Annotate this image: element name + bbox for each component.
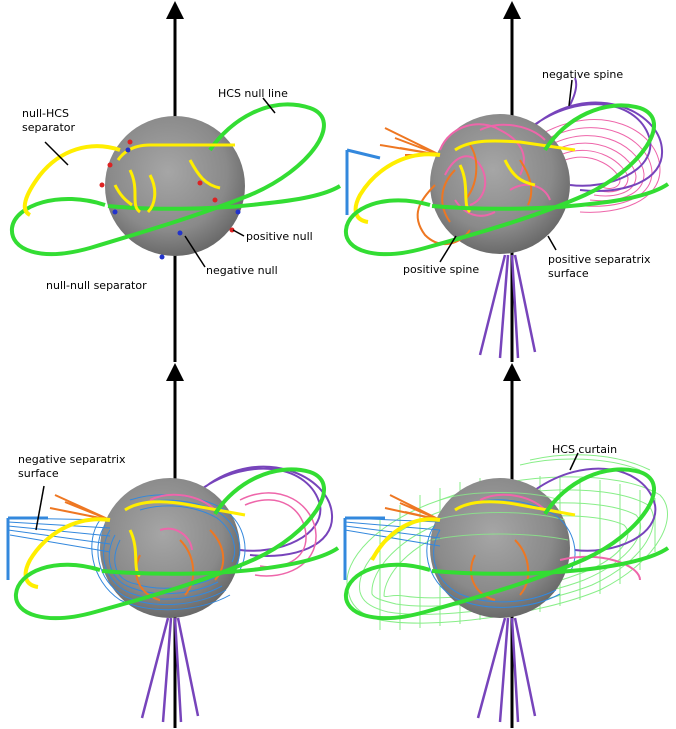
- hcs-null-line-front: [101, 546, 340, 576]
- hcs-null-line: [343, 103, 656, 257]
- sun-sphere: [430, 114, 570, 254]
- negative-spine-lines-lower: [476, 617, 537, 723]
- hcs-null-line: [13, 467, 326, 621]
- leader-negative-spine: [568, 79, 573, 107]
- leader-positive-spine: [439, 235, 457, 263]
- hcs-null-line-front: [431, 182, 670, 211]
- negative-null-points: [112, 147, 241, 260]
- label-positive-separatrix-2: surface: [548, 267, 589, 280]
- label-negative-separatrix-2: surface: [18, 467, 59, 480]
- leader-hcs-curtain: [569, 452, 579, 471]
- hcs-null-line-front: [107, 184, 342, 211]
- sun-sphere: [430, 478, 570, 618]
- panel-top-left: null-HCS separator HCS null line positiv…: [9, 1, 342, 362]
- label-null-hcs-2: separator: [22, 121, 76, 134]
- positive-spines: [49, 494, 225, 601]
- positive-separatrix-on-sphere: [149, 493, 216, 551]
- hcs-null-line: [343, 467, 656, 621]
- positive-spines: [379, 127, 533, 245]
- hcs-null-line-front: [431, 546, 670, 576]
- negative-separatrix-surface: [7, 494, 246, 611]
- separator-on-sphere: [454, 500, 576, 517]
- label-positive-spine: positive spine: [403, 263, 479, 276]
- positive-spines: [384, 494, 530, 601]
- leader-hcs-null-line: [262, 97, 276, 114]
- label-null-null-separator: null-null separator: [46, 279, 147, 292]
- null-hcs-separator: [23, 517, 111, 589]
- panel-bottom-right: HCS curtain: [343, 363, 670, 728]
- negative-spine-loops: [534, 467, 657, 552]
- negative-separatrix-surface: [344, 499, 576, 608]
- negative-spine-lines-lower: [478, 254, 537, 359]
- hcs-null-line: [9, 102, 326, 256]
- leader-negative-separatrix: [35, 485, 45, 531]
- negative-separatrix-edge: [345, 148, 381, 215]
- sun-sphere: [100, 478, 240, 618]
- curtain-over-sphere: [431, 492, 569, 541]
- label-negative-null: negative null: [206, 264, 278, 277]
- leader-negative-null: [184, 235, 206, 268]
- label-negative-spine: negative spine: [542, 68, 623, 81]
- null-hcs-separator: [370, 517, 441, 561]
- separator-on-sphere: [113, 143, 235, 214]
- label-negative-separatrix-1: negative separatrix: [18, 453, 126, 466]
- panel-top-right: negative spine positive spine positive s…: [343, 1, 670, 362]
- negative-separatrix-edge: [343, 516, 385, 580]
- leader-null-hcs: [44, 141, 69, 166]
- label-positive-separatrix-1: positive separatrix: [548, 253, 651, 266]
- positive-separatrix-surface: [239, 492, 317, 577]
- null-hcs-separator: [22, 144, 121, 217]
- label-positive-null: positive null: [246, 230, 313, 243]
- positive-separatrix-on-sphere: [479, 493, 641, 581]
- sun-sphere: [105, 116, 245, 256]
- panel-bottom-left: negative separatrix surface: [6, 363, 340, 728]
- negative-spine-lines-lower: [140, 617, 200, 723]
- label-null-hcs-1: null-HCS: [22, 107, 69, 120]
- negative-separatrix-edge: [6, 516, 48, 580]
- leader-positive-separatrix: [547, 235, 557, 251]
- null-hcs-separator: [353, 152, 441, 224]
- leader-positive-null: [232, 229, 245, 237]
- positive-null-points: [99, 139, 235, 233]
- label-hcs-curtain: HCS curtain: [552, 443, 617, 456]
- label-hcs-null-line: HCS null line: [218, 87, 288, 100]
